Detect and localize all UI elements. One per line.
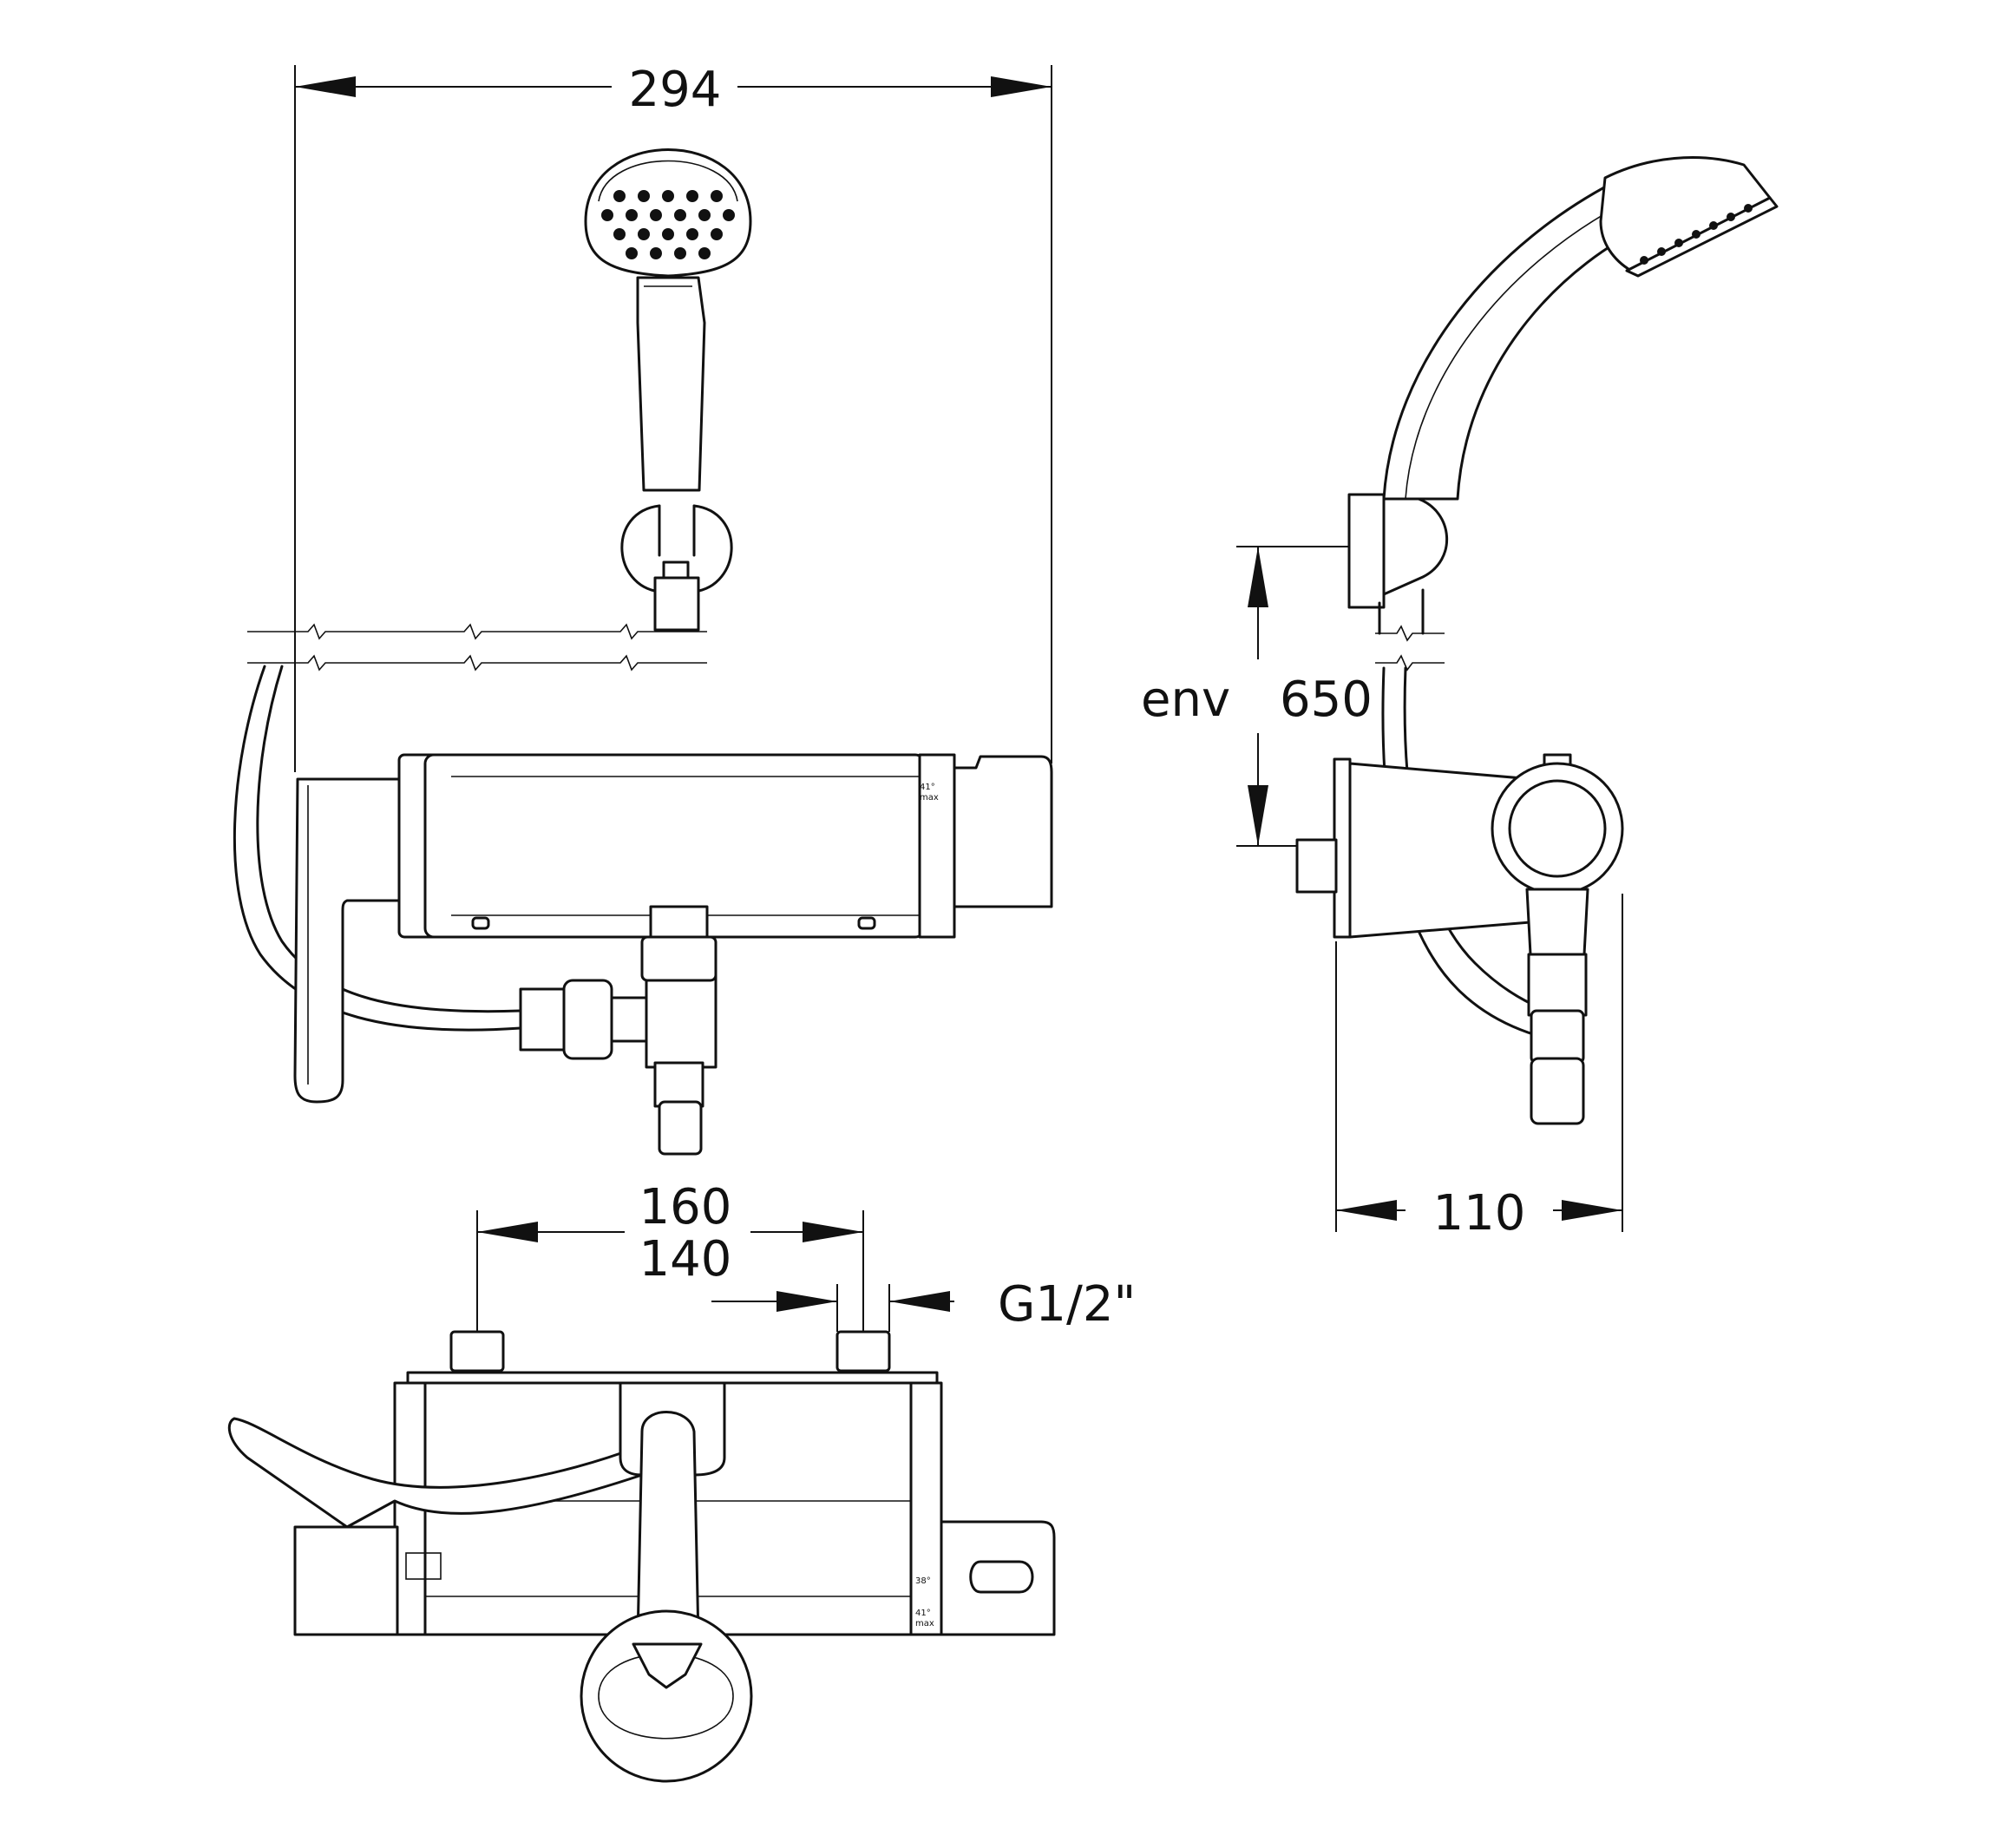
dimension-inlets: 160 140 G1/2" bbox=[476, 1179, 1136, 1333]
left-bracket bbox=[293, 777, 405, 1104]
break-lines-front bbox=[247, 623, 707, 672]
mixer-body-front: 41° max bbox=[397, 753, 1053, 939]
dimension-env-650: env 650 bbox=[1141, 546, 1373, 847]
nozzle-dot bbox=[698, 247, 711, 259]
top-view: 38° 41° max 160 140 bbox=[227, 1179, 1136, 1783]
nozzle-dot bbox=[650, 247, 662, 259]
dimension-294: 294 bbox=[295, 62, 1052, 118]
nozzle-dot-side bbox=[1640, 256, 1648, 265]
dim-160-label: 160 bbox=[639, 1179, 732, 1235]
side-view: env 650 110 bbox=[1141, 156, 1779, 1242]
nozzle-dot bbox=[674, 209, 686, 221]
dim-650-label: 650 bbox=[1280, 672, 1373, 728]
inlet-left bbox=[449, 1330, 505, 1373]
nozzle-dot-side bbox=[1657, 247, 1666, 256]
max-temp-top: 41° bbox=[915, 1609, 931, 1618]
hose-front bbox=[233, 665, 522, 1032]
dimension-110: 110 bbox=[1335, 894, 1623, 1242]
mid-temp-top: 38° bbox=[915, 1576, 931, 1586]
nozzle-dot bbox=[723, 209, 735, 221]
nozzle-dot bbox=[626, 247, 638, 259]
nozzle-dot bbox=[711, 190, 723, 202]
nozzle-dot-side bbox=[1674, 239, 1683, 247]
nozzle-dot bbox=[711, 228, 723, 240]
spray-nozzles-side bbox=[1640, 204, 1753, 265]
control-knob-top bbox=[580, 1381, 753, 1783]
nozzle-dot-side bbox=[1692, 230, 1700, 239]
hand-shower-front bbox=[584, 148, 752, 492]
nozzle-dot bbox=[626, 209, 638, 221]
nozzle-dot bbox=[638, 228, 650, 240]
nozzle-dot bbox=[613, 228, 626, 240]
nozzle-dot bbox=[613, 190, 626, 202]
nozzle-dot bbox=[662, 190, 674, 202]
shower-holder-front bbox=[620, 504, 733, 632]
left-bracket-top bbox=[293, 1525, 399, 1636]
nozzle-dot-side bbox=[1727, 213, 1735, 221]
break-lines-side bbox=[1375, 625, 1445, 672]
spray-nozzles bbox=[601, 190, 735, 259]
dim-110-label: 110 bbox=[1433, 1185, 1526, 1242]
max-temp-front: 41° bbox=[920, 783, 935, 792]
max-label-top: max bbox=[915, 1619, 934, 1628]
nozzle-dot-side bbox=[1744, 204, 1753, 213]
nozzle-dot bbox=[638, 190, 650, 202]
front-view: 41° max 294 bbox=[233, 62, 1053, 1156]
nozzle-dot bbox=[650, 209, 662, 221]
inlet-right bbox=[835, 1330, 891, 1373]
nozzle-dot bbox=[686, 228, 698, 240]
nozzle-dot bbox=[674, 247, 686, 259]
nozzle-dot bbox=[686, 190, 698, 202]
hand-shower-side bbox=[1382, 156, 1779, 501]
control-knob-side bbox=[1491, 753, 1624, 1125]
hose-top bbox=[227, 1417, 644, 1529]
dim-thread-label: G1/2" bbox=[998, 1276, 1136, 1333]
dim-env-prefix: env bbox=[1141, 672, 1230, 728]
inlet-fitting-front bbox=[519, 905, 718, 1156]
nozzle-dot bbox=[601, 209, 613, 221]
nozzle-dot bbox=[698, 209, 711, 221]
nozzle-dot bbox=[662, 228, 674, 240]
hose-side bbox=[1381, 666, 1563, 1043]
shower-holder-side bbox=[1347, 493, 1448, 635]
dim-294-label: 294 bbox=[629, 62, 722, 118]
dim-140-label: 140 bbox=[639, 1231, 732, 1288]
nozzle-dot-side bbox=[1709, 221, 1718, 230]
max-label-front: max bbox=[920, 793, 939, 803]
